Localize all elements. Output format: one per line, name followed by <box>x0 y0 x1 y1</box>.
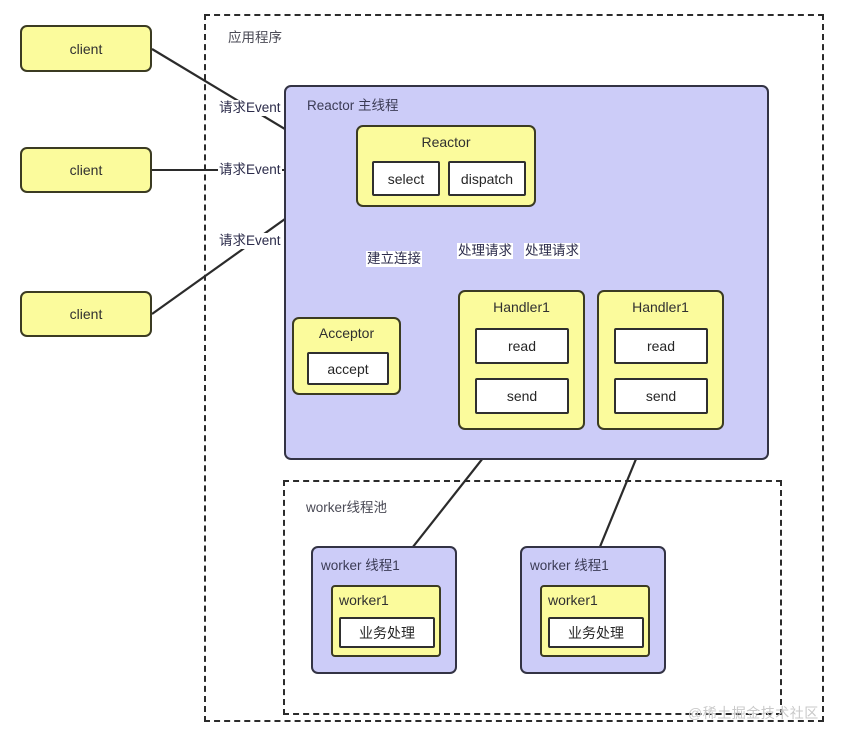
worker-thread-box-1[interactable]: worker 线程1 worker1 业务处理 <box>311 546 457 674</box>
handler-box-title: Handler1 <box>493 299 550 315</box>
edge-label-request-event-2: 请求Event <box>218 162 282 178</box>
watermark: @稀土掘金技术社区 <box>688 705 819 721</box>
client-label: client <box>69 40 103 57</box>
reactor-op-dispatch[interactable]: dispatch <box>448 161 526 196</box>
edge-label-handle-request-2: 处理请求 <box>524 243 580 259</box>
edge-label-request-event-1: 请求Event <box>218 100 282 116</box>
acceptor-box[interactable]: Acceptor accept <box>292 317 401 395</box>
reactor-op-select[interactable]: select <box>372 161 440 196</box>
reactor-thread-container-label: Reactor 主线程 <box>307 98 399 113</box>
client-box-1[interactable]: client <box>20 25 152 72</box>
handler-op-read[interactable]: read <box>614 328 708 364</box>
application-container <box>204 14 824 722</box>
client-box-2[interactable]: client <box>20 147 152 193</box>
worker-op-business[interactable]: 业务处理 <box>548 617 644 648</box>
handler-box-2[interactable]: Handler1 read send <box>597 290 724 430</box>
edge-label-handle-request-1: 处理请求 <box>457 243 513 259</box>
worker-box-title: worker1 <box>339 592 389 608</box>
client-label: client <box>69 162 103 178</box>
application-container-label: 应用程序 <box>228 30 282 45</box>
client-box-3[interactable]: client <box>20 291 152 337</box>
edge-label-establish-connection: 建立连接 <box>366 251 422 267</box>
handler-op-send[interactable]: send <box>475 378 569 414</box>
handler-op-read[interactable]: read <box>475 328 569 364</box>
client-label: client <box>69 306 103 322</box>
worker-pool-container <box>283 480 782 715</box>
reactor-box[interactable]: Reactor select dispatch <box>356 125 536 207</box>
worker-pool-container-label: worker线程池 <box>306 500 388 515</box>
worker-thread-box-2[interactable]: worker 线程1 worker1 业务处理 <box>520 546 666 674</box>
worker-op-business[interactable]: 业务处理 <box>339 617 435 648</box>
handler-box-title: Handler1 <box>632 299 689 315</box>
acceptor-op-accept[interactable]: accept <box>307 352 389 385</box>
acceptor-box-title: Acceptor <box>318 325 375 341</box>
worker-box-1[interactable]: worker1 业务处理 <box>331 585 441 657</box>
reactor-box-title: Reactor <box>421 134 471 150</box>
worker-thread-box-title: worker 线程1 <box>530 558 609 573</box>
worker-box-2[interactable]: worker1 业务处理 <box>540 585 650 657</box>
handler-op-send[interactable]: send <box>614 378 708 414</box>
worker-box-title: worker1 <box>548 592 598 608</box>
handler-box-1[interactable]: Handler1 read send <box>458 290 585 430</box>
worker-thread-box-title: worker 线程1 <box>321 558 400 573</box>
edge-label-request-event-3: 请求Event <box>218 233 282 249</box>
